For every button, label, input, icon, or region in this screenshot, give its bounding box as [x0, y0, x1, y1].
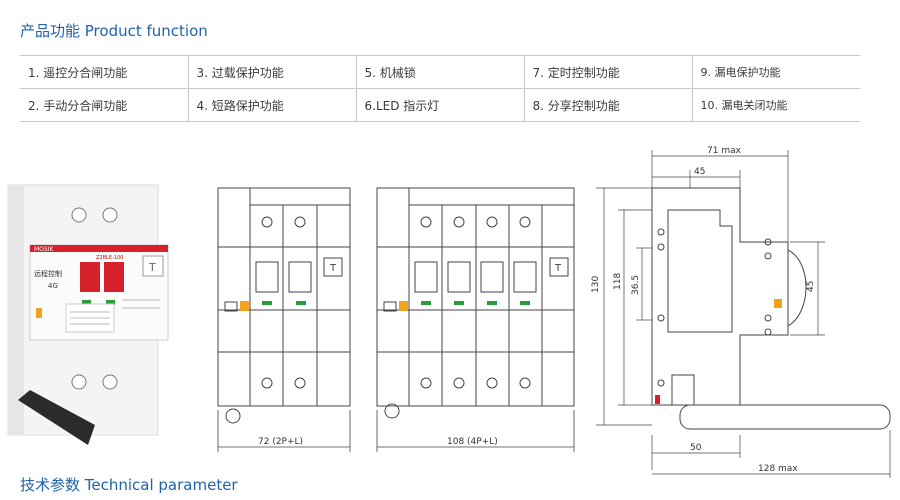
function-cell: 2. 手动分合闸功能: [20, 88, 188, 122]
t-mark: T: [554, 263, 562, 274]
t-mark: T: [329, 263, 337, 274]
led-indicator: [399, 301, 408, 311]
function-cell: 6.LED 指示灯: [355, 88, 524, 122]
brand-label: MOSIK: [34, 246, 54, 253]
table-row: 2. 手动分合闸功能 4. 短路保护功能 6.LED 指示灯 8. 分享控制功能…: [20, 88, 860, 122]
led-indicator: [262, 301, 272, 305]
screw-icon: [71, 207, 87, 223]
led-indicator: [106, 300, 115, 305]
screw-icon: [102, 374, 118, 390]
product-function-heading: 产品功能 Product function: [20, 22, 208, 40]
dim-label: 130: [591, 276, 601, 293]
product-photo: MOSIK Z2BLE-100 远程控制 4G T: [7, 184, 169, 445]
dim-label: 118: [613, 273, 623, 290]
function-cell: 10. 漏电关闭功能: [691, 88, 860, 122]
led-indicator: [454, 301, 464, 305]
dim-label: 72 (2P+L): [258, 437, 303, 447]
led-indicator: [774, 299, 782, 308]
dimension-line: [376, 410, 575, 452]
screw-icon: [102, 207, 118, 223]
product-label-line1: 远程控制: [34, 269, 62, 278]
model-label: Z2BLE-100: [96, 255, 123, 261]
dim-label: 45: [806, 281, 816, 292]
drawing-2p: [217, 187, 351, 424]
product-label-line2: 4G: [48, 282, 58, 290]
drawing-side: [651, 187, 891, 430]
drawing-4p: [376, 187, 575, 419]
toggle-handle: [80, 262, 100, 292]
technical-parameter-heading: 技术参数 Technical parameter: [20, 476, 238, 494]
function-cell: 4. 短路保护功能: [187, 88, 356, 122]
led-indicator: [240, 301, 249, 311]
function-cell: 3. 过载保护功能: [187, 55, 356, 89]
function-cell: 8. 分享控制功能: [523, 88, 692, 122]
function-cell: 5. 机械锁: [355, 55, 524, 89]
led-indicator: [655, 395, 660, 404]
led-indicator: [296, 301, 306, 305]
dim-label: 36.5: [631, 275, 641, 295]
svg-text:T: T: [148, 261, 156, 274]
dim-label: 71 max: [707, 146, 742, 156]
dim-label: 108 (4P+L): [447, 437, 498, 447]
antenna-icon: [18, 390, 95, 445]
led-indicator: [36, 308, 42, 318]
dim-label: 45: [694, 167, 705, 177]
dim-label: 128 max: [758, 464, 798, 474]
led-indicator: [520, 301, 530, 305]
screw-icon: [71, 374, 87, 390]
function-cell: 7. 定时控制功能: [523, 55, 692, 89]
toggle-handle: [104, 262, 124, 292]
dimension-line: [217, 410, 351, 452]
led-indicator: [82, 300, 91, 305]
dim-label: 50: [690, 443, 702, 453]
led-indicator: [487, 301, 497, 305]
function-table: 1. 遥控分合闸功能 3. 过载保护功能 5. 机械锁 7. 定时控制功能 9.…: [20, 55, 860, 122]
led-indicator: [421, 301, 431, 305]
dimension-line: [596, 150, 891, 478]
